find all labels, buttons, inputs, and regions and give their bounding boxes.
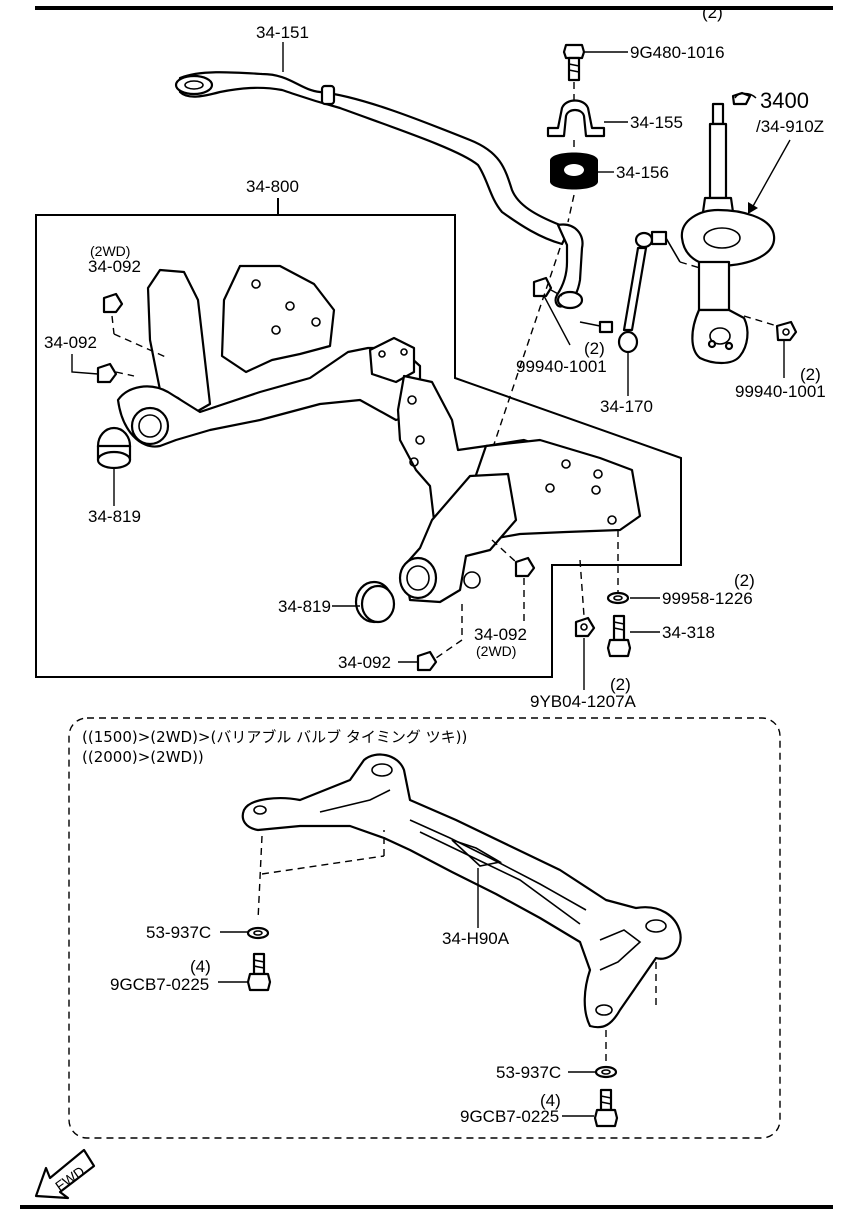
label-nut-bottom: 34-092: [338, 653, 391, 672]
label-link-nut-qty: (2): [584, 339, 605, 358]
nut-bottom[interactable]: [416, 650, 438, 672]
label-nut-hex-bottom: 9YB04-1207A: [530, 692, 637, 711]
label-link: 34-170: [600, 397, 653, 416]
label-strut: 3400: [760, 88, 809, 113]
crossmember-alt[interactable]: [241, 753, 682, 1029]
label-nut-left: 34-092: [44, 333, 97, 352]
label-strut-nut-qty: (2): [800, 365, 821, 384]
bolt-bottom[interactable]: [593, 1088, 619, 1128]
stabilizer-link[interactable]: [579, 230, 681, 354]
label-stabilizer-bar: 34-151: [256, 23, 309, 42]
label-bolt-left: 9GCB7-0225: [110, 975, 209, 994]
label-bracket: 34-155: [630, 113, 683, 132]
label-nut-lower-right: 34-092: [474, 625, 527, 644]
bolt-top[interactable]: [562, 43, 586, 82]
label-nut-hex-bottom-qty: (2): [610, 675, 631, 694]
label-bolt-top-qty: (2): [702, 3, 723, 22]
variant-box: [68, 717, 781, 1139]
nut-left[interactable]: [96, 362, 118, 384]
label-bushing: 34-156: [616, 163, 669, 182]
label-washer-right: 99958-1226: [662, 589, 753, 608]
fwd-arrow-icon: FWD: [34, 1148, 96, 1200]
label-washer-right-qty: (2): [734, 571, 755, 590]
bushing-top[interactable]: [550, 152, 598, 190]
label-washer-left: 53-937C: [146, 923, 211, 942]
label-link-nut: 99940-1001: [516, 357, 607, 376]
variant-condition-2: ((2000)>(2WD)): [82, 748, 204, 766]
nut-lower-right[interactable]: [514, 556, 536, 578]
bracket[interactable]: [546, 99, 606, 138]
strut-assembly[interactable]: [680, 91, 776, 365]
label-bolt-bottom-qty: (4): [540, 1091, 561, 1110]
label-bolt-top: 9G480-1016: [630, 43, 725, 62]
bolt-left[interactable]: [246, 952, 272, 992]
label-strut-alt: /34-910Z: [756, 117, 824, 136]
label-bolt-bottom: 9GCB7-0225: [460, 1107, 559, 1126]
link-nut[interactable]: [532, 276, 553, 298]
variant-condition-1: ((1500)>(2WD)>(バリアブル バルブ タイミング ツキ)): [82, 728, 467, 746]
washer-bottom[interactable]: [594, 1065, 618, 1079]
label-washer-bottom: 53-937C: [496, 1063, 561, 1082]
bushing-lower[interactable]: [354, 580, 396, 624]
label-nut-2wd-note: (2WD): [90, 243, 130, 259]
crossmember-group-box: [35, 214, 682, 678]
nut-hex-bottom[interactable]: [574, 616, 596, 638]
label-bolt-left-qty: (4): [190, 957, 211, 976]
label-bushing-left: 34-819: [88, 507, 141, 526]
label-crossmember-alt: 34-H90A: [442, 929, 510, 948]
label-nut-upper: 34-092: [88, 257, 141, 276]
stabilizer-bar[interactable]: [174, 71, 584, 310]
label-bolt-right: 34-318: [662, 623, 715, 642]
nut-upper[interactable]: [102, 292, 124, 314]
label-nut-lower-right-note: (2WD): [476, 643, 516, 659]
label-bushing-lower: 34-819: [278, 597, 331, 616]
crossmember[interactable]: [116, 264, 642, 604]
label-strut-nut: 99940-1001: [735, 382, 826, 401]
bushing-left[interactable]: [96, 426, 132, 470]
bolt-right[interactable]: [606, 614, 632, 658]
washer-left[interactable]: [246, 926, 270, 940]
washer-right[interactable]: [606, 591, 630, 605]
label-crossmember: 34-800: [246, 177, 299, 196]
strut-nut[interactable]: [775, 320, 798, 342]
